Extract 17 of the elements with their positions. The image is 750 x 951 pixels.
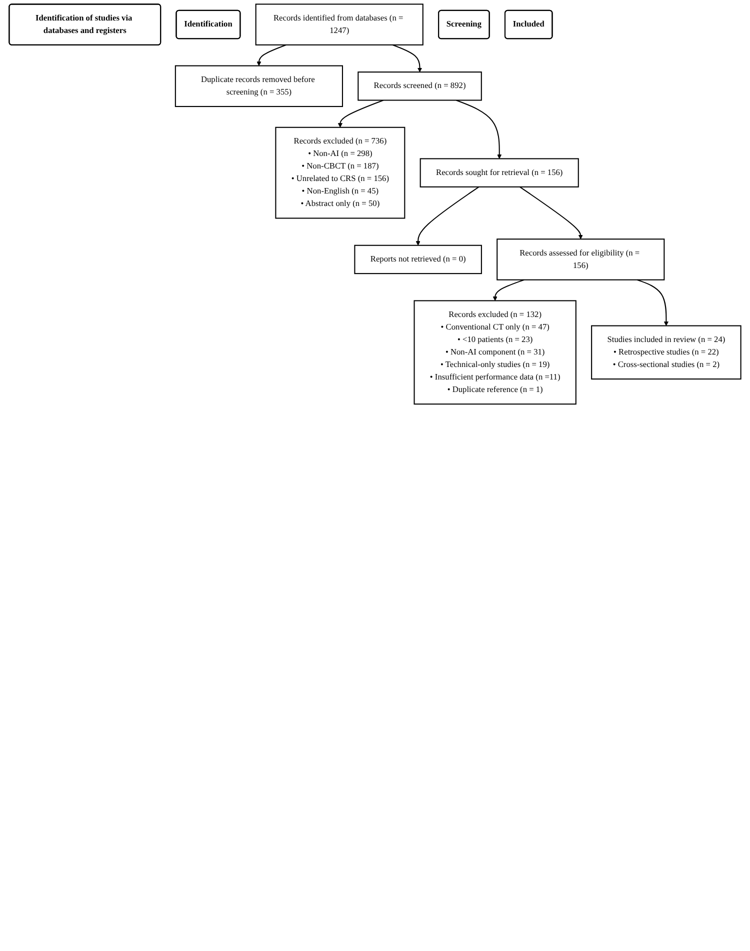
node-box: Records assessed for eligibility (n = 156) [496, 238, 665, 280]
node-box: Records identified from databases (n = 1247) [255, 4, 424, 46]
arrow [416, 186, 480, 246]
node-box: Records excluded (n = 132) • Conventional CT only (n = 47) • <10 patients (n = 23) • Non-AI component (n = 31) • Technical-only studies (n = 19) • Insufficient performance data (n =11) • Duplicate reference (n = 1) [414, 300, 576, 405]
arrow [456, 100, 502, 159]
arrow [520, 186, 583, 240]
node-box: Studies included in review (n = 24) • Retrospective studies (n = 22) • Cross-sectional studies (n = 2) [591, 325, 742, 380]
node-box: Records excluded (n = 736) • Non-AI (n = 298) • Non-CBCT (n = 187) • Unrelated to CRS (n = 156) • Non-English (n = 45) • Abstract only (n = 50) [275, 126, 406, 219]
arrow [392, 44, 422, 72]
arrow [256, 44, 286, 66]
node-box: Reports not retrieved (n = 0) [354, 244, 482, 274]
arrow [637, 279, 668, 326]
arrow [338, 100, 384, 128]
node-box: Duplicate records removed before screening (n = 355) [174, 65, 344, 108]
node-box: Records sought for retrieval (n = 156) [420, 158, 579, 188]
node-box: Records screened (n = 892) [358, 72, 482, 101]
arrow [492, 279, 524, 301]
